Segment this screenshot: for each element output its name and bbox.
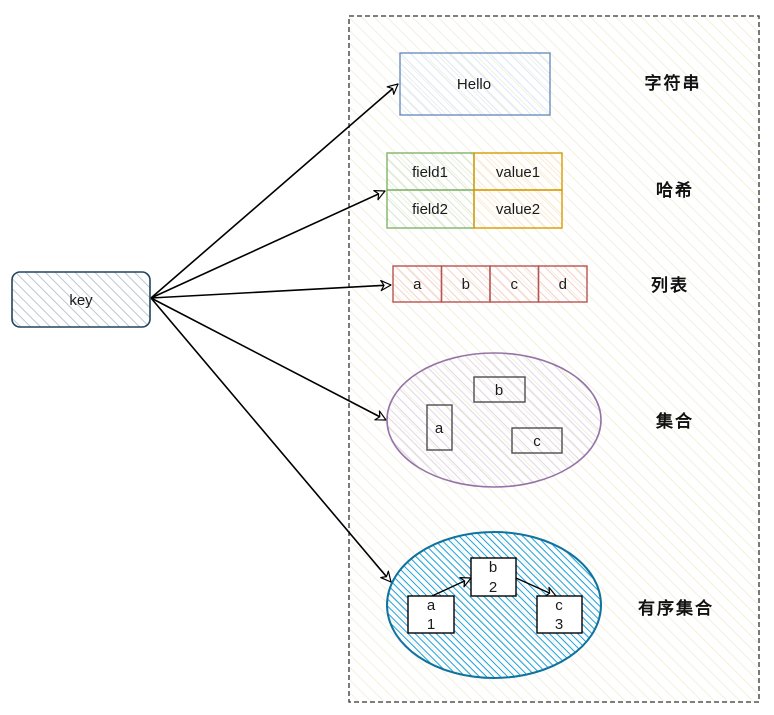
zset-member: c 3 <box>536 595 583 634</box>
set-type-label: 集合 <box>655 411 694 432</box>
arrow-to-list <box>150 279 392 299</box>
zset-score-label: 1 <box>427 616 435 633</box>
list-item: d <box>537 265 588 303</box>
string-value: Hello <box>457 76 491 93</box>
set-member: c <box>511 427 563 454</box>
arrow-to-string <box>150 83 399 299</box>
key-label: key <box>69 292 93 309</box>
list-item-label: d <box>559 276 567 293</box>
list-type-label: 列表 <box>651 275 689 296</box>
set-member-label: a <box>435 420 444 437</box>
zset-member: a 1 <box>407 595 455 634</box>
zset-member-label: a <box>427 597 436 614</box>
zset-score-label: 3 <box>555 616 563 633</box>
set-member: a <box>426 404 453 451</box>
zset-type-label: 有序集合 <box>638 598 714 619</box>
list-item: c <box>489 265 540 303</box>
hash-row: field1 value1 <box>386 152 563 191</box>
hash-type-label: 哈希 <box>656 180 694 201</box>
set-member-label: c <box>533 433 541 450</box>
zset-member-label: c <box>555 597 563 614</box>
string-type-label: 字符串 <box>645 73 702 94</box>
arrow-to-hash <box>150 190 386 299</box>
hash-row: field2 value2 <box>386 189 563 229</box>
zset-link-a-b <box>431 577 472 597</box>
zset-member: b 2 <box>470 557 517 597</box>
arrow-to-zset <box>150 297 392 583</box>
key-arrows <box>150 83 399 583</box>
arrow-to-set <box>150 297 387 421</box>
list-item-label: c <box>511 276 519 293</box>
hash-value: value1 <box>496 164 540 181</box>
list-node[interactable]: a b c d <box>392 265 588 303</box>
zset-member-label: b <box>489 559 497 576</box>
hash-field: field2 <box>412 201 448 218</box>
key-node[interactable]: key <box>11 271 151 328</box>
set-member: b <box>473 376 526 403</box>
list-item-label: b <box>462 276 470 293</box>
hash-node[interactable]: field1 value1 field2 value2 <box>386 152 563 229</box>
set-node[interactable]: a b c <box>386 352 602 488</box>
zset-node[interactable]: a 1 b 2 c 3 <box>386 531 602 679</box>
list-item: b <box>440 265 491 303</box>
zset-score-label: 2 <box>489 579 497 596</box>
set-member-label: b <box>495 382 503 399</box>
list-item: a <box>392 265 443 303</box>
hash-value: value2 <box>496 201 540 218</box>
hash-field: field1 <box>412 164 448 181</box>
string-node[interactable]: Hello <box>399 52 551 116</box>
list-item-label: a <box>413 276 422 293</box>
zset-link-b-c <box>515 577 557 598</box>
